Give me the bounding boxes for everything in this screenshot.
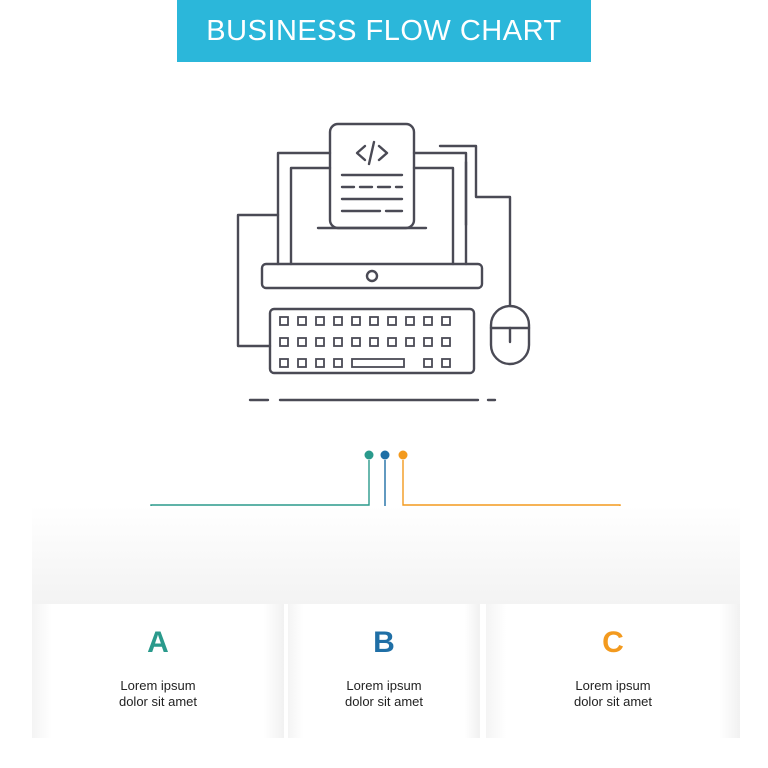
keyboard-keys [279,316,451,368]
step-b-letter: B [373,626,395,659]
step-a-card: A Lorem ipsum dolor sit amet [32,604,284,738]
step-a-text-line1: Lorem ipsum [120,678,196,693]
connector-dot-a [364,450,374,460]
step-c-text-line1: Lorem ipsum [575,678,651,693]
step-b-text-line1: Lorem ipsum [346,678,422,693]
step-c-card: C Lorem ipsum dolor sit amet [486,604,740,738]
step-c-text-line2: dolor sit amet [573,694,653,709]
connector-dot-b [380,450,390,460]
step-b-card: B Lorem ipsum dolor sit amet [288,604,480,738]
connector-dot-c [398,450,408,460]
step-b-text-line2: dolor sit amet [344,694,424,709]
step-c-letter: C [602,626,624,659]
flow-chart-title: BUSINESS FLOW CHART [177,0,591,62]
step-a-text-line2: dolor sit amet [118,694,198,709]
step-a-letter: A [147,626,169,659]
computer-code-icon [236,122,531,402]
